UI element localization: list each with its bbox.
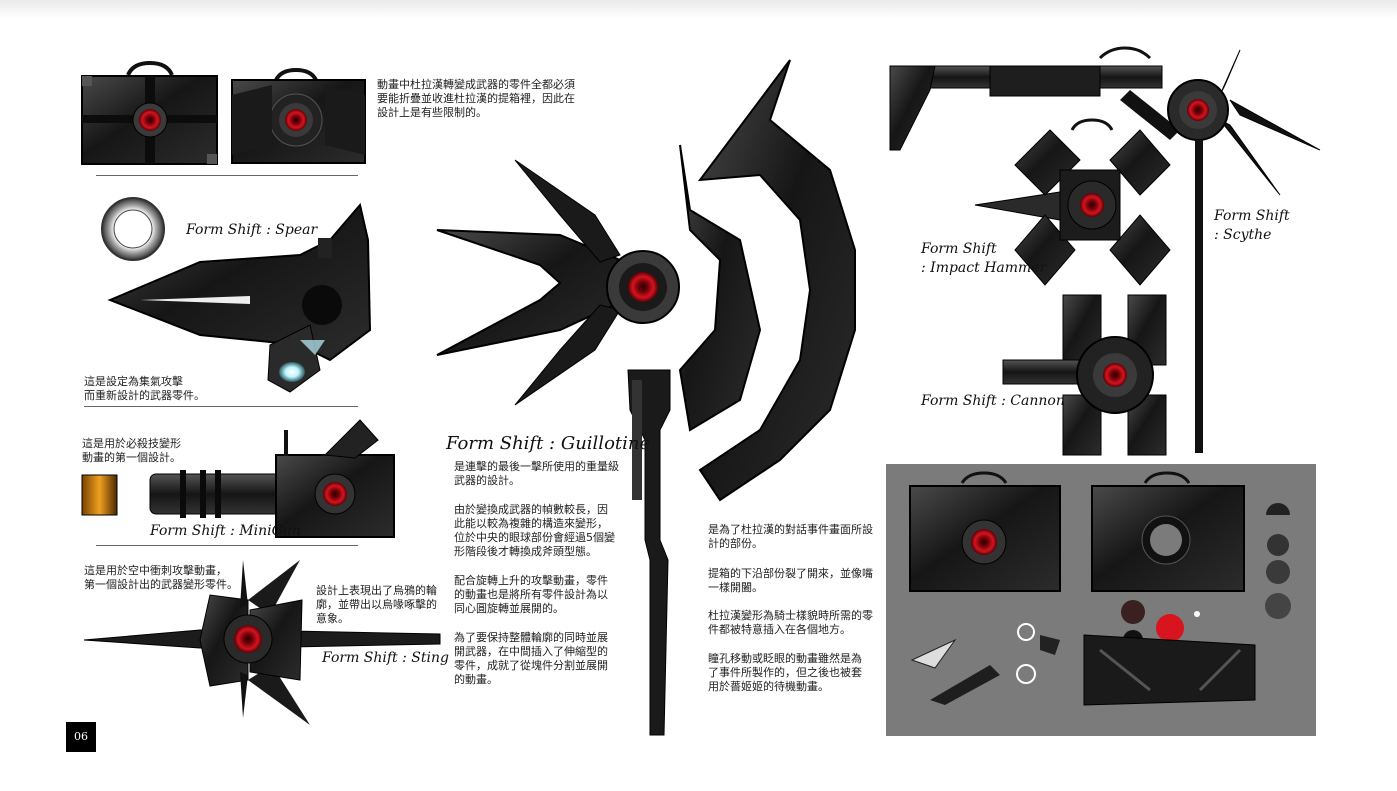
minigun-note: 這是用於必殺技變形 動畫的第一個設計。 <box>82 437 181 464</box>
suitcase-closed-drawing <box>81 60 218 165</box>
spear-drawing <box>101 197 372 393</box>
scythe-label: Form Shift : Scythe <box>1214 208 1290 243</box>
suitcase-open-drawing <box>231 67 366 164</box>
dialogue-note-4: 瞳孔移動或眨眼的動畫雖然是為 了事件所製作的，但之後也被套 用於薔姬姬的待機動畫… <box>708 652 862 693</box>
guillotine-note-1: 是連擊的最後一擊所使用的重量級 武器的設計。 <box>454 460 619 487</box>
divider-rule <box>96 175 358 176</box>
dialogue-note-3: 杜拉漢變形為騎士樣貌時所需的零 件都被特意插入在各個地方。 <box>708 609 873 636</box>
minigun-drawing <box>81 419 395 538</box>
guillotine-note-3: 配合旋轉上升的攻擊動畫，零件 的動畫也是將所有零件設計為以 同心圓旋轉並展開的。 <box>454 574 608 615</box>
sting-drawing <box>83 560 441 725</box>
sting-note-a: 這是用於空中衝刺攻擊動畫， 第一個設計出的武器變形零件。 <box>84 564 238 591</box>
impact-hammer-drawing <box>974 118 1171 286</box>
guillotine-note-4: 為了要保持整體輪廓的同時並展 開武器，在中間插入了伸縮型的 零件，成就了從塊件分… <box>454 631 608 686</box>
page-number: 06 <box>66 722 96 752</box>
scythe-drawing <box>889 46 1321 453</box>
impact-hammer-label: Form Shift : Impact Hammer <box>921 241 1047 276</box>
cannon-drawing <box>1002 294 1167 456</box>
spear-label: Form Shift : Spear <box>186 222 318 238</box>
spear-note: 這是設定為集氣攻擊 而重新設計的武器零件。 <box>84 375 205 402</box>
sting-note-b: 設計上表現出了烏鴉的輪 廓，並帶出以烏喙啄擊的 意象。 <box>316 584 437 625</box>
intro-note: 動畫中杜拉漢轉變成武器的零件全都必須 要能折疊並收進杜拉漢的提箱裡，因此在 設計… <box>377 78 575 119</box>
divider-rule <box>84 406 358 407</box>
sting-label: Form Shift : Sting <box>322 650 449 666</box>
guillotine-label: Form Shift : Guillotine <box>446 433 651 454</box>
cannon-label: Form Shift : Cannon <box>921 393 1065 409</box>
minigun-label: Form Shift : MiniGun <box>150 523 301 539</box>
dialogue-parts-drawing <box>909 471 1291 706</box>
guillotine-note-2: 由於變換成武器的幀數較長，因 此能以較為複雜的構造來變形， 位於中央的眼球部份會… <box>454 503 615 558</box>
guillotine-drawing <box>436 59 856 736</box>
dialogue-note-1: 是為了杜拉漢的對話事件畫面所設 計的部份。 <box>708 523 873 550</box>
dialogue-note-2: 提箱的下沿部份裂了開來，並像嘴 一樣開闔。 <box>708 567 873 594</box>
divider-rule <box>96 545 358 546</box>
